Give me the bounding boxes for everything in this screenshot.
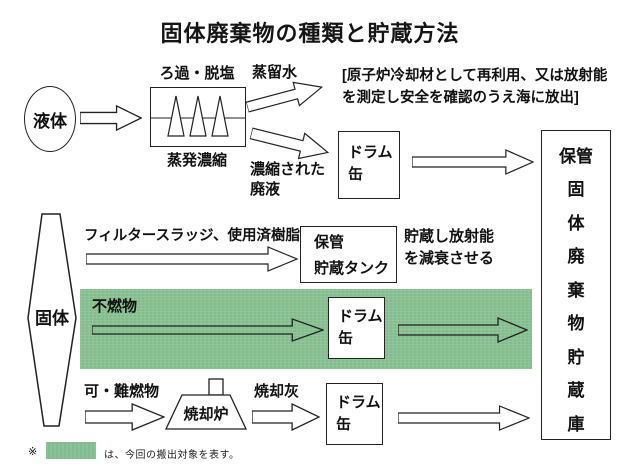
incinerator-label: 焼却炉 — [183, 406, 229, 423]
arrow-ash-to-drum-icon — [252, 403, 320, 431]
concentrated-waste-label: 濃縮された廃液 — [250, 161, 326, 199]
decay-note: 貯蔵し放射能を減衰させる — [404, 228, 495, 267]
solid-source-node — [26, 212, 78, 428]
drum-can-label: ドラム缶 — [336, 394, 381, 433]
storage-facility-label-top: 保管 — [559, 147, 593, 166]
arrow-sludge-to-tank-icon — [86, 246, 298, 272]
combustible-flow-label: 可・難燃物 — [84, 383, 160, 400]
evaporation-label: 蒸発濃縮 — [166, 152, 227, 169]
arrow-incombustible-to-drum-icon — [92, 318, 324, 342]
solid-source-label: 固体 — [35, 309, 69, 328]
drum-can-label: ドラム缶 — [338, 308, 383, 347]
filter-label: ろ過・脱塩 — [159, 65, 235, 82]
drum-can-box-ash: ドラム缶 — [326, 383, 383, 445]
incinerator-shape — [164, 377, 248, 431]
liquid-source-label: 液体 — [33, 111, 67, 131]
storage-tank-label-line2: 貯蔵タンク — [314, 260, 390, 277]
incombustible-flow-label: 不燃物 — [92, 298, 138, 315]
arrow-drum-to-storage-icon — [412, 148, 534, 176]
footnote-green-swatch-icon — [46, 442, 96, 459]
arrow-concentrate-to-drum-icon — [248, 120, 332, 167]
ash-label: 焼却灰 — [254, 383, 300, 400]
arrow-ash-drum-to-storage-icon — [398, 404, 530, 432]
arrow-combustible-to-incinerator-icon — [85, 403, 165, 431]
arrow-to-sea-release-icon — [244, 74, 326, 119]
drum-can-label: ドラム缶 — [348, 144, 393, 183]
sea-release-note: [原子炉冷却材として再利用、又は放射能を測定し安全を確認のうえ海に放出] — [342, 68, 608, 106]
highlight-band — [80, 289, 532, 369]
sludge-flow-label: フィルタースラッジ、使用済樹脂 — [84, 228, 301, 244]
storage-facility-box: 保管 固体廃棄物貯蔵庫 — [541, 130, 611, 440]
liquid-source-node: 液体 — [24, 86, 76, 152]
page-title: 固体廃棄物の種類と貯蔵方法 — [160, 21, 460, 46]
arrow-liquid-to-filter-icon — [80, 105, 142, 131]
distilled-water-label: 蒸留水 — [252, 64, 298, 81]
storage-facility-label-vertical: 固体廃棄物貯蔵庫 — [567, 180, 585, 434]
arrow-incombustible-drum-to-storage-icon — [398, 316, 528, 344]
footnote-legend-text: は、今回の搬出対象を表す。 — [104, 450, 240, 461]
drum-can-box-liquid: ドラム缶 — [338, 131, 400, 199]
storage-tank-box: 保管 貯蔵タンク — [300, 226, 397, 283]
footnote-marker: ※ — [28, 446, 38, 458]
drum-can-box-incombustible: ドラム缶 — [328, 297, 385, 359]
filter-triangles-icon — [151, 95, 245, 137]
storage-tank-label-line1: 保管 — [314, 234, 345, 251]
filter-evaporator-box — [150, 87, 246, 147]
